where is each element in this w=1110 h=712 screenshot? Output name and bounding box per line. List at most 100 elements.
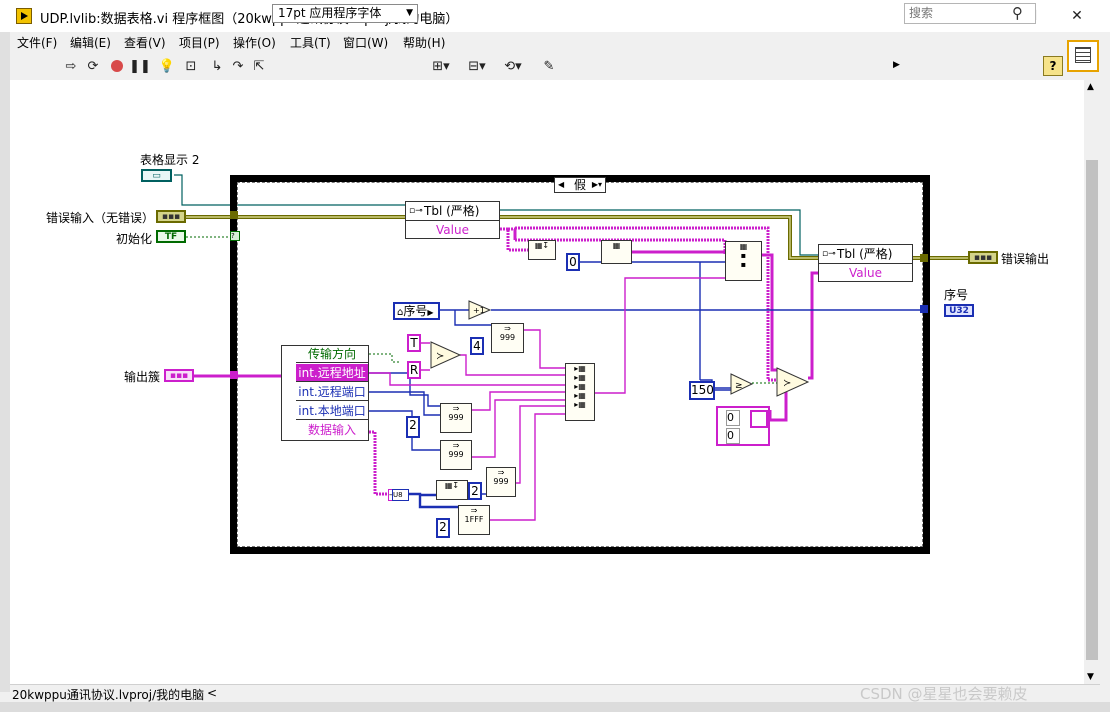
number-to-string-remote-port[interactable]: ⇒999 — [440, 403, 472, 433]
unbundle-remote-port[interactable]: int.远程端口 — [296, 383, 368, 401]
max-rows-constant[interactable]: 150 — [689, 381, 715, 400]
unbundle-remote-address[interactable]: int.远程地址 — [296, 364, 368, 382]
step-out-icon[interactable]: ⇱ — [253, 58, 265, 74]
u8-array-wire — [405, 492, 458, 509]
array-element-1[interactable]: 0 — [726, 428, 740, 444]
scroll-left-icon[interactable]: < — [207, 686, 218, 700]
case-next-icon[interactable]: ▶▾ — [591, 180, 602, 189]
menu-edit[interactable]: 编辑(E) — [70, 36, 111, 50]
width-constant-c[interactable]: 2 — [436, 518, 450, 538]
error-out-tunnel — [920, 254, 928, 262]
property-node-value-2[interactable]: Value — [849, 266, 882, 280]
select-function[interactable]: ≻ — [430, 341, 462, 369]
property-node-write[interactable]: ▫⊸Tbl (严格) Value — [818, 244, 913, 282]
t-string-constant[interactable]: T — [407, 334, 421, 352]
number-to-hex-string-function[interactable]: ⇒1FFF — [458, 505, 490, 535]
delete-from-array-function[interactable]: ▦ — [601, 240, 632, 264]
select-table-function[interactable]: ≻ — [776, 367, 810, 397]
number-to-string-length[interactable]: ⇒999 — [486, 467, 516, 497]
unbundle-by-name[interactable] — [281, 345, 369, 441]
width-constant-a[interactable]: 2 — [406, 416, 420, 438]
r-string-constant[interactable]: R — [407, 361, 421, 379]
width-constant-b[interactable]: 2 — [468, 482, 482, 500]
unbundle-direction[interactable]: 传输方向 — [296, 345, 368, 363]
connector-pane-icon — [1075, 47, 1091, 63]
case-selector[interactable]: ◀ 假 ▶▾ — [554, 177, 606, 193]
svg-text:≻: ≻ — [783, 378, 791, 389]
scroll-down-icon[interactable]: ▼ — [1087, 672, 1094, 682]
menu-bar — [10, 32, 1065, 52]
index-local-variable[interactable]: ⌂序号▶ — [393, 302, 440, 320]
array-element-0[interactable]: 0 — [726, 410, 740, 426]
index-out-label: 序号 — [944, 288, 969, 302]
font-select[interactable]: 17pt 应用程序字体 ▼ — [272, 4, 418, 23]
error-in-terminal[interactable]: ▪▪▪ — [156, 210, 186, 223]
output-cluster-terminal[interactable]: ▪▪▪ — [164, 369, 194, 382]
clean-up-diagram-icon[interactable]: ✎ — [543, 58, 555, 74]
unbundle-local-port[interactable]: int.本地端口 — [296, 402, 368, 420]
menu-file[interactable]: 文件(F) — [17, 36, 58, 50]
concatenate-strings-function[interactable]: ▸▦▸▦▸▦▸▦▸▦ — [565, 363, 595, 421]
index-out-terminal[interactable]: U32 — [944, 304, 974, 317]
table-ref-wire — [174, 174, 818, 256]
menu-operate[interactable]: 操作(O) — [233, 36, 276, 50]
step-into-icon[interactable]: ↳ — [211, 58, 223, 74]
svg-text:+1: +1 — [473, 306, 485, 315]
local-variable-icon: ⌂ — [397, 307, 404, 318]
distribute-objects-icon[interactable]: ⊟▾ — [468, 58, 486, 74]
scroll-up-icon[interactable]: ▲ — [1087, 82, 1094, 92]
vi-icon-panel[interactable] — [1067, 40, 1099, 72]
number-to-string-local-port[interactable]: ⇒999 — [440, 440, 472, 470]
step-over-icon[interactable]: ↷ — [232, 58, 244, 74]
retain-wire-values-icon[interactable]: ⊡ — [185, 58, 197, 74]
close-button[interactable]: ✕ — [1071, 8, 1083, 24]
align-objects-icon[interactable]: ⊞▾ — [432, 58, 450, 74]
menu-view[interactable]: 查看(V) — [124, 36, 166, 50]
index-tunnel — [920, 305, 928, 313]
context-help-button[interactable]: ? — [1043, 56, 1063, 76]
pause-icon[interactable]: ❚❚ — [129, 58, 151, 74]
menu-window[interactable]: 窗口(W) — [343, 36, 389, 50]
zero-constant[interactable]: 0 — [566, 253, 580, 271]
highlight-execution-icon[interactable]: 💡 — [158, 58, 176, 74]
u8-terminal: U8 — [392, 489, 409, 501]
unbundle-data-input[interactable]: 数据输入 — [307, 423, 356, 437]
insert-into-array-function[interactable]: ▦▪▪ — [725, 241, 762, 281]
chevron-down-icon: ▼ — [406, 8, 413, 18]
vertical-scroll-thumb[interactable] — [1086, 160, 1098, 660]
index-to-string-wire — [454, 310, 505, 326]
run-continuously-icon[interactable]: ⟳ — [87, 58, 99, 74]
error-out-terminal[interactable]: ▪▪▪ — [968, 251, 998, 264]
project-path[interactable]: 20kwppu通讯协议.lvproj/我的电脑 — [12, 688, 205, 702]
search-input[interactable]: 搜索 — [904, 3, 1036, 24]
output-cluster-label: 输出簇 — [124, 370, 161, 384]
search-icon[interactable]: ⚲ — [1012, 4, 1023, 22]
case-selector-terminal: ? — [230, 231, 240, 241]
property-node-ref-label: Tbl (严格) — [424, 204, 480, 218]
status-bar — [10, 684, 1100, 703]
table-ref-terminal[interactable]: ▭ — [141, 169, 172, 182]
number-to-decimal-string-function[interactable]: ⇒999 — [491, 323, 524, 353]
array-element-empty — [750, 410, 768, 428]
init-terminal[interactable]: TF — [156, 230, 186, 243]
byte-array-size-function[interactable]: ▦↧ — [436, 480, 468, 500]
case-prev-icon[interactable]: ◀ — [558, 180, 565, 189]
menu-tools[interactable]: 工具(T) — [290, 36, 331, 50]
empty-2d-array-constant[interactable]: 0 0 — [716, 406, 770, 446]
greater-or-equal-function[interactable]: ≥ — [730, 373, 754, 395]
background-window-edge — [0, 32, 10, 692]
array-size-function[interactable]: ▦↧ — [528, 240, 556, 260]
reorder-icon[interactable]: ⟲▾ — [504, 58, 522, 74]
menu-help[interactable]: 帮助(H) — [403, 36, 446, 50]
run-arrow-icon[interactable]: ⇨ — [65, 58, 77, 74]
increment-function[interactable]: +1 — [468, 300, 492, 320]
abort-icon[interactable] — [108, 57, 126, 75]
menu-project[interactable]: 项目(P) — [179, 36, 220, 50]
empty-array-wire — [768, 392, 788, 422]
case-selector-label: 假 — [573, 178, 586, 192]
property-node-read[interactable]: ▫⊸Tbl (严格) Value — [405, 201, 500, 239]
search-expand-icon[interactable]: ▶ — [893, 60, 900, 70]
property-node-value[interactable]: Value — [436, 223, 469, 237]
build-wire — [762, 253, 778, 372]
four-constant[interactable]: 4 — [470, 337, 484, 355]
